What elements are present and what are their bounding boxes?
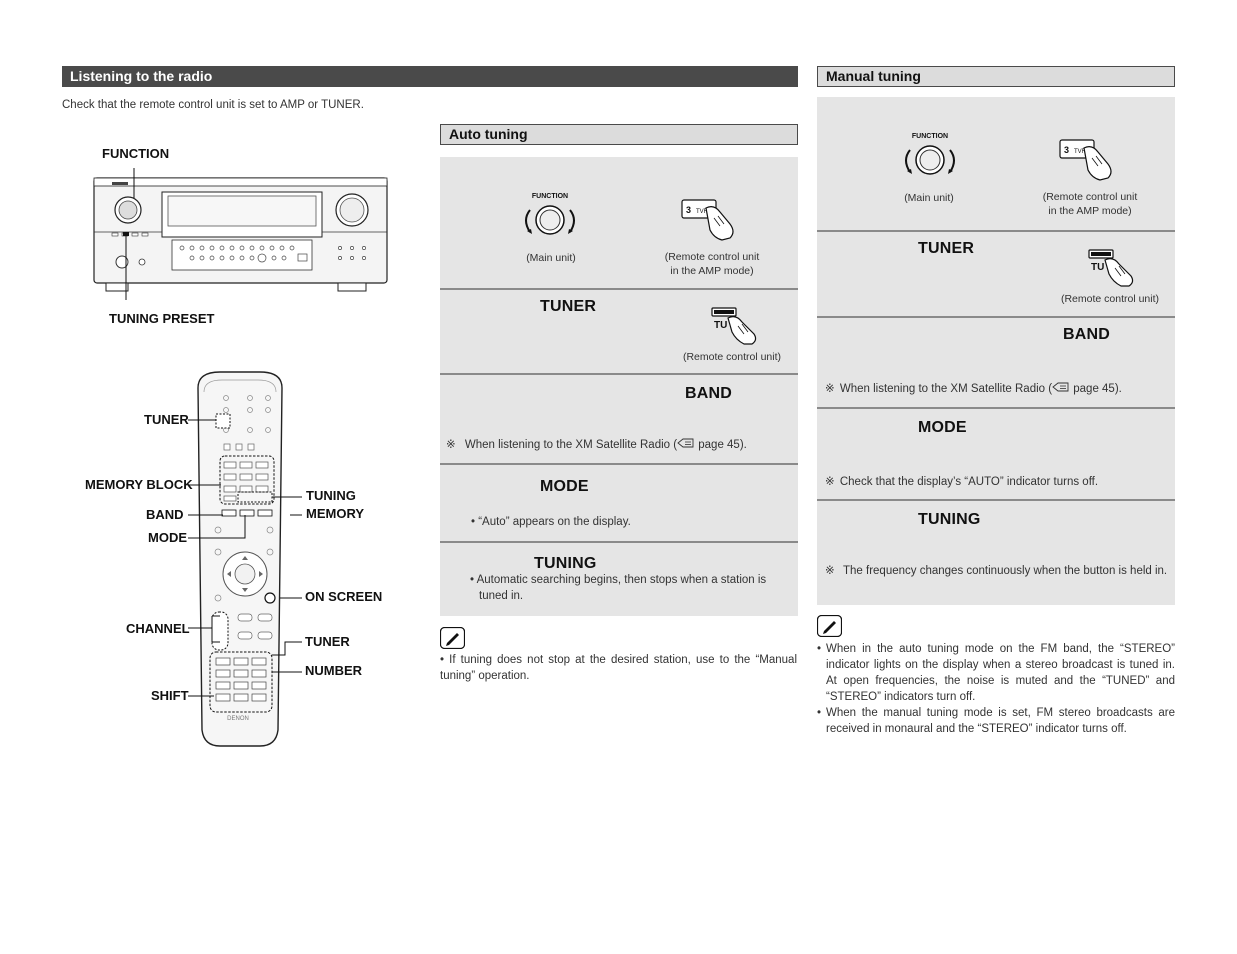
function-knob-icon: FUNCTION: [525, 193, 575, 235]
auto-tip: • If tuning does not stop at the desired…: [440, 652, 797, 684]
auto-band-note-text-b: page 45).: [695, 439, 747, 451]
auto-tuner-caption: (Remote control unit): [682, 351, 782, 363]
svg-text:FUNCTION: FUNCTION: [532, 193, 568, 200]
label-channel: CHANNEL: [126, 621, 190, 636]
auto-step-tuner-button: TUNER: [540, 298, 597, 315]
note-mark: ※: [825, 565, 835, 577]
remote-control-illustration: DENON: [197, 371, 283, 747]
label-tuner-top: TUNER: [144, 412, 189, 427]
manual-step-band-button: BAND: [1063, 326, 1111, 343]
svg-text:DENON: DENON: [227, 716, 249, 722]
divider: [440, 541, 798, 543]
manual-tuning-panel: [817, 97, 1175, 605]
auto-remote-caption: (Remote control unit in the AMP mode): [648, 250, 776, 278]
label-number: NUMBER: [305, 663, 363, 678]
label-function: FUNCTION: [102, 146, 170, 161]
manual-tuning-note-text: The frequency changes continuously when …: [843, 565, 1168, 577]
label-tuner-bottom: TUNER: [305, 634, 350, 649]
tip-bullet: •: [817, 707, 822, 719]
auto-main-unit-caption: (Main unit): [526, 252, 576, 264]
main-unit-illustration: [93, 168, 388, 300]
label-memory: MEMORY: [306, 506, 365, 521]
section-header-manual-tuning: Manual tuning: [817, 66, 1175, 87]
auto-tuning-note: • Automatic searching begins, then stops…: [470, 572, 796, 604]
auto-step-mode-button: MODE: [540, 478, 589, 495]
divider: [440, 288, 798, 290]
manual-tip-item: • When in the auto tuning mode on the FM…: [817, 641, 1175, 705]
manual-band-note-text-b: page 45).: [1070, 383, 1122, 395]
auto-remote-caption-line2: in the AMP mode): [670, 265, 754, 277]
divider: [817, 499, 1175, 501]
tip-bullet: •: [817, 643, 822, 655]
manual-tip-text: When the manual tuning mode is set, FM s…: [826, 707, 1175, 735]
auto-tip-text: If tuning does not stop at the desired s…: [440, 654, 797, 682]
intro-text: Check that the remote control unit is se…: [62, 99, 364, 111]
auto-tuning-panel: [440, 157, 798, 616]
svg-text:FUNCTION: FUNCTION: [912, 133, 948, 140]
auto-mode-note: • “Auto” appears on the display.: [471, 516, 631, 528]
remote-tu-key-icon: TU: [711, 307, 757, 345]
manual-tuning-note: ※ The frequency changes continuously whe…: [825, 563, 1173, 579]
label-on-screen: ON SCREEN: [305, 589, 383, 604]
manual-tuner-caption: (Remote control unit): [1060, 293, 1160, 305]
manual-mode-note: ※ Check that the display’s “AUTO” indica…: [825, 474, 1098, 490]
manual-remote-caption-line1: (Remote control unit: [1042, 191, 1138, 203]
svg-text:TU: TU: [1091, 262, 1104, 273]
divider: [440, 373, 798, 375]
svg-text:TVR: TVR: [696, 209, 709, 215]
svg-text:TVR: TVR: [1074, 149, 1087, 155]
note-mark: ※: [825, 383, 835, 395]
manual-tip-text: When in the auto tuning mode on the FM b…: [826, 643, 1175, 703]
divider: [440, 463, 798, 465]
label-memory-block: MEMORY BLOCK: [85, 477, 193, 492]
manual-main-unit-caption: (Main unit): [904, 192, 954, 204]
manual-remote-caption-line2: in the AMP mode): [1048, 205, 1132, 217]
auto-tuning-note-line1: • Automatic searching begins, then stops…: [470, 574, 767, 586]
remote-tvr-key-icon: 3 TVR: [1059, 139, 1112, 181]
remote-tvr-key-icon: 3 TVR: [681, 199, 734, 241]
section-header-auto-tuning: Auto tuning: [440, 124, 798, 145]
label-shift: SHIFT: [151, 688, 189, 703]
manual-band-note-text-a: When listening to the XM Satellite Radio…: [839, 383, 1053, 395]
svg-text:TU: TU: [714, 320, 727, 331]
manual-mode-note-text: Check that the display’s “AUTO” indicato…: [839, 476, 1099, 488]
manual-tip-item: • When the manual tuning mode is set, FM…: [817, 705, 1175, 737]
note-mark: ※: [825, 476, 835, 488]
auto-remote-caption-line1: (Remote control unit: [664, 251, 760, 263]
label-tuning-preset: TUNING PRESET: [109, 311, 215, 326]
tip-bullet: •: [440, 654, 445, 666]
pencil-note-icon: [440, 627, 465, 649]
svg-text:3: 3: [1064, 145, 1069, 155]
divider: [817, 407, 1175, 409]
manual-remote-caption: (Remote control unit in the AMP mode): [1026, 190, 1154, 218]
note-mark: ※: [446, 439, 456, 451]
svg-text:3: 3: [686, 205, 691, 215]
label-mode: MODE: [148, 530, 187, 545]
remote-tu-key-icon: TU: [1088, 249, 1134, 287]
divider: [817, 316, 1175, 318]
manual-band-note: ※ When listening to the XM Satellite Rad…: [825, 381, 1122, 397]
divider: [817, 230, 1175, 232]
auto-step-band-button: BAND: [685, 385, 733, 402]
page-reference-icon: [677, 438, 694, 448]
label-tuning: TUNING: [306, 488, 356, 503]
auto-band-note: ※ When listening to the XM Satellite Rad…: [446, 437, 747, 453]
label-band: BAND: [146, 507, 184, 522]
function-knob-icon: FUNCTION: [905, 133, 955, 175]
manual-step-mode-button: MODE: [918, 419, 967, 436]
manual-step-tuning-button: TUNING: [918, 511, 981, 528]
section-header-listening: Listening to the radio: [62, 66, 798, 87]
auto-tuning-note-line2: tuned in.: [479, 590, 524, 602]
manual-step-tuner-button: TUNER: [918, 240, 975, 257]
manual-tips: • When in the auto tuning mode on the FM…: [817, 641, 1175, 737]
page-reference-icon: [1052, 382, 1069, 392]
auto-step-tuning-button: TUNING: [534, 555, 597, 572]
pencil-note-icon: [817, 615, 842, 637]
auto-band-note-text-a: When listening to the XM Satellite Radio…: [464, 439, 678, 451]
